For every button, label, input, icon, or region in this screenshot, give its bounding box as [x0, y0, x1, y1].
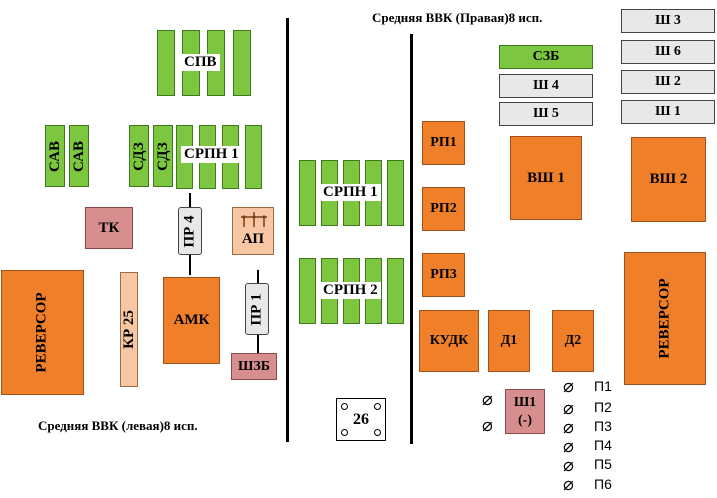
terminal-p3-label: П3	[594, 418, 612, 434]
sh3-block[interactable]: Ш 3	[621, 9, 715, 33]
kr25-label: КР 25	[120, 310, 137, 349]
terminal-p1-label: П1	[594, 378, 612, 394]
d2-block[interactable]: Д2	[552, 310, 594, 372]
srpn-mid1-bar	[299, 160, 316, 226]
sh1-minus-polarity: (-)	[518, 412, 532, 428]
srpn-mid2-bar	[387, 258, 404, 324]
szb-block[interactable]: СЗБ	[499, 45, 593, 69]
srpn-left-label: СРПН 1	[181, 146, 242, 163]
ap-fuse-icon	[241, 212, 267, 227]
mount-hole-icon	[341, 429, 348, 436]
amk-block[interactable]: АМК	[163, 277, 220, 364]
srpn-mid1-label: СРПН 1	[320, 184, 381, 201]
sav-block-2[interactable]: САВ	[69, 125, 89, 187]
right-panel-title: Средняя ВВК (Правая)8 исп.	[372, 10, 543, 25]
sh6-block[interactable]: Ш 6	[621, 40, 715, 64]
terminal-icon: ⌀	[563, 436, 574, 457]
srpn-mid1-bar	[387, 160, 404, 226]
sav-block-1[interactable]: САВ	[45, 125, 65, 187]
divider-left	[286, 18, 289, 442]
ap-block[interactable]: АП	[232, 207, 274, 255]
d1-block[interactable]: Д1	[488, 310, 530, 372]
rp1-block[interactable]: РП1	[422, 121, 465, 165]
connector-26-label: 26	[353, 410, 369, 428]
terminal-p5-label: П5	[594, 456, 612, 472]
mount-hole-icon	[374, 429, 381, 436]
srpn-left-bar	[245, 125, 262, 189]
spv-bar	[157, 30, 175, 96]
rp2-block[interactable]: РП2	[422, 187, 465, 231]
pr1-block[interactable]: ПР 1	[245, 283, 269, 335]
sdz-block-2[interactable]: СДЗ	[153, 125, 173, 187]
sdz-block-1[interactable]: СДЗ	[129, 125, 149, 187]
reversor-right-label: РЕВЕРСОР	[656, 278, 673, 359]
vsh2-block[interactable]: ВШ 2	[631, 137, 706, 222]
sav-label-1: САВ	[46, 140, 63, 172]
sh5-block[interactable]: Ш 5	[499, 102, 593, 126]
sav-label-2: САВ	[70, 140, 87, 172]
vsh1-block[interactable]: ВШ 1	[510, 136, 582, 220]
mount-hole-icon	[374, 403, 381, 410]
sh1-minus-label: Ш1	[513, 394, 537, 410]
terminal-icon: ⌀	[482, 415, 493, 436]
terminal-icon: ⌀	[563, 376, 574, 397]
sh1-minus-block[interactable]: Ш1 (-)	[505, 389, 545, 434]
spv-bar	[233, 30, 251, 96]
sh2-block[interactable]: Ш 2	[621, 70, 715, 94]
pr4-label: ПР 4	[181, 214, 198, 248]
tk-block[interactable]: ТК	[85, 207, 133, 249]
kr25-block[interactable]: КР 25	[120, 272, 138, 387]
srpn-mid2-label: СРПН 2	[320, 282, 381, 299]
divider-right	[410, 34, 413, 444]
terminal-icon: ⌀	[482, 389, 493, 410]
reversor-left-block[interactable]: РЕВЕРСОР	[1, 270, 84, 395]
reversor-left-label: РЕВЕРСОР	[34, 292, 50, 373]
terminal-icon: ⌀	[563, 455, 574, 476]
reversor-right-block[interactable]: РЕВЕРСОР	[624, 252, 706, 385]
sh4-block[interactable]: Ш 4	[499, 74, 593, 98]
left-panel-title: Средняя ВВК (левая)8 исп.	[38, 418, 198, 433]
terminal-icon: ⌀	[563, 398, 574, 419]
terminal-p6-label: П6	[594, 476, 612, 492]
shzb-block[interactable]: ШЗБ	[231, 353, 277, 380]
terminal-p2-label: П2	[594, 399, 612, 415]
terminal-icon: ⌀	[563, 417, 574, 438]
srpn-mid2-bar	[299, 258, 316, 324]
kudk-block[interactable]: КУДК	[419, 310, 479, 372]
terminal-icon: ⌀	[563, 474, 574, 495]
sh1-block[interactable]: Ш 1	[621, 100, 715, 124]
connector-26[interactable]: 26	[336, 398, 386, 441]
terminal-p4-label: П4	[594, 437, 612, 453]
spv-label: СПВ	[181, 54, 220, 71]
pr4-block[interactable]: ПР 4	[178, 207, 202, 255]
sdz-label-2: СДЗ	[154, 141, 171, 171]
mount-hole-icon	[341, 403, 348, 410]
pr1-label: ПР 1	[248, 292, 265, 326]
ap-label: АП	[241, 231, 265, 247]
rp3-block[interactable]: РП3	[422, 253, 465, 297]
sdz-label-1: СДЗ	[130, 141, 147, 171]
